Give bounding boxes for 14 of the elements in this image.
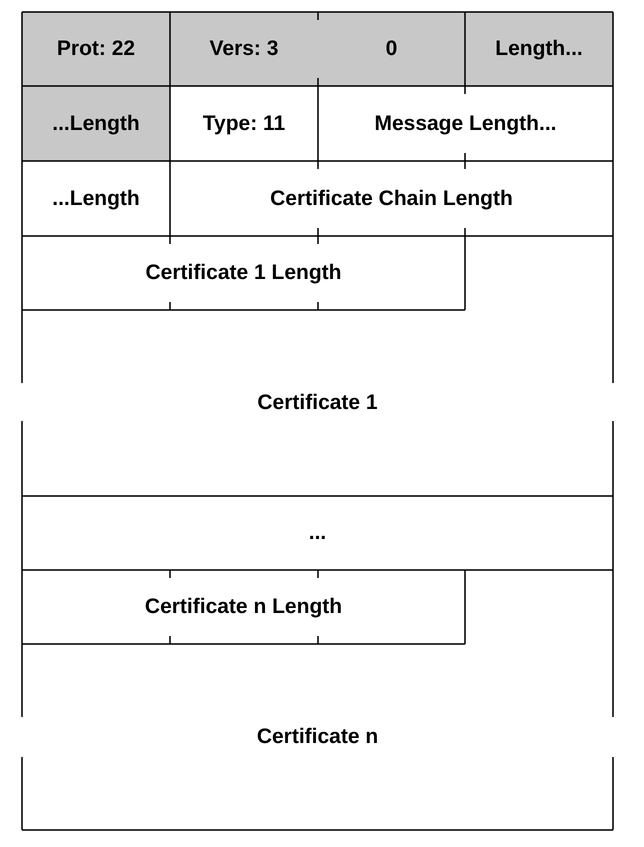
packet-field: ...	[22, 496, 613, 570]
packet-field: Certificate Chain Length	[170, 161, 613, 236]
packet-field: ...Length	[22, 161, 170, 236]
header-field: 0	[318, 12, 465, 86]
packet-field: Message Length...	[318, 86, 613, 161]
packet-field: Certificate 1	[22, 310, 613, 496]
packet-field: Certificate n	[22, 644, 613, 830]
packet-field: Type: 11	[170, 86, 318, 161]
header-field: ...Length	[22, 86, 170, 161]
header-field: Length...	[465, 12, 613, 86]
packet-field: Certificate n Length	[22, 570, 465, 644]
header-field: Prot: 22	[22, 12, 170, 86]
header-field: Vers: 3	[170, 12, 318, 86]
packet-field: Certificate 1 Length	[22, 236, 465, 310]
